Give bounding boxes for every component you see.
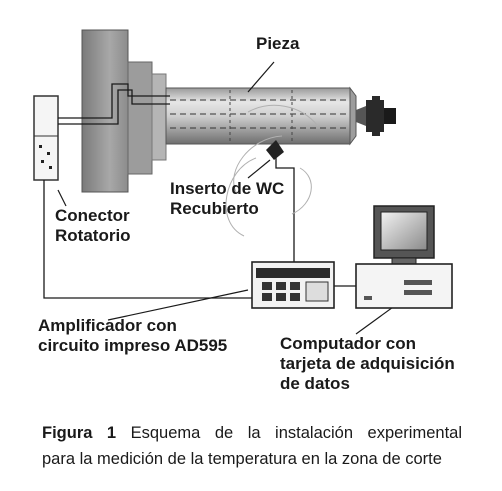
rotary-connector xyxy=(33,95,59,181)
signal-wires xyxy=(43,83,372,299)
figure-caption: Figura 1 Esquema de la instalación exper… xyxy=(42,420,462,472)
caption-text-line1: Esquema de la instalación experimental xyxy=(130,424,462,442)
figure-label: Figura 1 xyxy=(42,424,117,442)
setup-diagram xyxy=(33,29,453,335)
tailstock xyxy=(356,96,396,136)
label-pieza: Pieza xyxy=(256,34,300,53)
label-conector-line1: Conector xyxy=(55,206,130,225)
label-computador-line2: tarjeta de adquisición xyxy=(280,354,455,373)
caption-line1: Figura 1 Esquema de la instalación exper… xyxy=(42,420,462,446)
amplifier-unit xyxy=(251,261,335,309)
label-inserto-line1: Inserto de WC xyxy=(170,179,285,198)
label-inserto-line2: Recubierto xyxy=(170,199,259,218)
wc-insert xyxy=(266,140,284,160)
label-conector-line2: Rotatorio xyxy=(55,226,131,245)
computer xyxy=(355,205,453,309)
label-computador-line1: Computador con xyxy=(280,334,416,353)
label-amplificador-line1: Amplificador con xyxy=(38,316,177,335)
lathe-chuck xyxy=(81,29,167,193)
caption-line2: para la medición de la temperatura en la… xyxy=(42,450,442,468)
label-amplificador-line2: circuito impreso AD595 xyxy=(38,336,228,355)
workpiece-shaft xyxy=(165,86,357,146)
label-computador-line3: de datos xyxy=(280,374,350,393)
chip-flow-lines xyxy=(225,104,319,237)
